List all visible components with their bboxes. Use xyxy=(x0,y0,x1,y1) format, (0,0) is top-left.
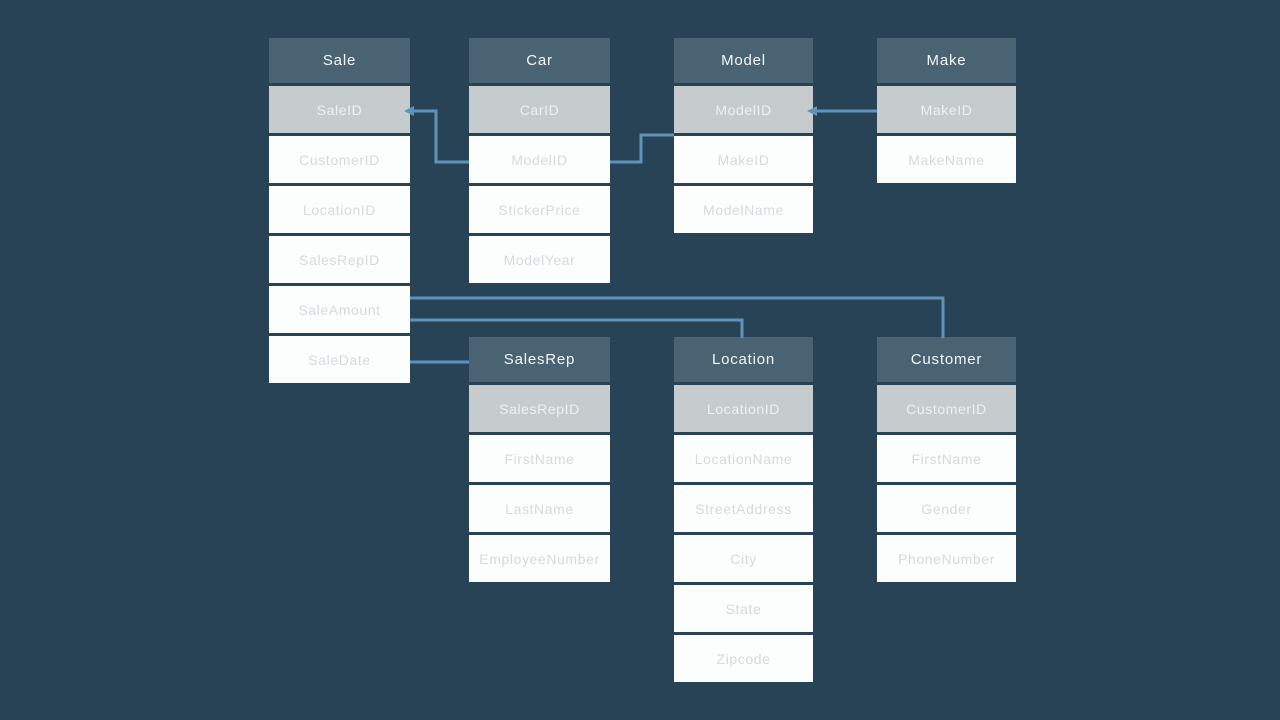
field-row-employeenumber: EmployeeNumber xyxy=(469,535,610,582)
table-header-customer: Customer xyxy=(877,337,1016,382)
table-header-make: Make xyxy=(877,38,1016,83)
field-row-locationid: LocationID xyxy=(674,385,813,432)
field-row-carid: CarID xyxy=(469,86,610,133)
table-header-location: Location xyxy=(674,337,813,382)
field-row-firstname: FirstName xyxy=(469,435,610,482)
field-row-city: City xyxy=(674,535,813,582)
field-row-firstname: FirstName xyxy=(877,435,1016,482)
field-row-salesrepid: SalesRepID xyxy=(469,385,610,432)
field-row-locationname: LocationName xyxy=(674,435,813,482)
field-row-streetaddress: StreetAddress xyxy=(674,485,813,532)
table-header-salesrep: SalesRep xyxy=(469,337,610,382)
field-row-modelname: ModelName xyxy=(674,186,813,233)
field-row-state: State xyxy=(674,585,813,632)
field-row-saleamount: SaleAmount xyxy=(269,286,410,333)
field-row-salesrepid: SalesRepID xyxy=(269,236,410,283)
field-row-modelid: ModelID xyxy=(674,86,813,133)
field-row-locationid: LocationID xyxy=(269,186,410,233)
connector-sale-to-location xyxy=(410,318,744,338)
table-header-model: Model xyxy=(674,38,813,83)
field-row-zipcode: Zipcode xyxy=(674,635,813,682)
field-row-gender: Gender xyxy=(877,485,1016,532)
field-row-makename: MakeName xyxy=(877,136,1016,183)
field-row-makeid: MakeID xyxy=(674,136,813,183)
connector-car-modelid-to-model xyxy=(610,133,674,164)
field-row-customerid: CustomerID xyxy=(269,136,410,183)
field-row-phonenumber: PhoneNumber xyxy=(877,535,1016,582)
field-row-lastname: LastName xyxy=(469,485,610,532)
field-row-saleid: SaleID xyxy=(269,86,410,133)
table-header-car: Car xyxy=(469,38,610,83)
field-row-customerid: CustomerID xyxy=(877,385,1016,432)
field-row-makeid: MakeID xyxy=(877,86,1016,133)
field-row-saledate: SaleDate xyxy=(269,336,410,383)
table-header-sale: Sale xyxy=(269,38,410,83)
connector-sale-saleid-to-car-modelid xyxy=(410,109,469,164)
connector-sale-to-customer xyxy=(410,296,945,338)
field-row-stickerprice: StickerPrice xyxy=(469,186,610,233)
field-row-modelid: ModelID xyxy=(469,136,610,183)
field-row-modelyear: ModelYear xyxy=(469,236,610,283)
